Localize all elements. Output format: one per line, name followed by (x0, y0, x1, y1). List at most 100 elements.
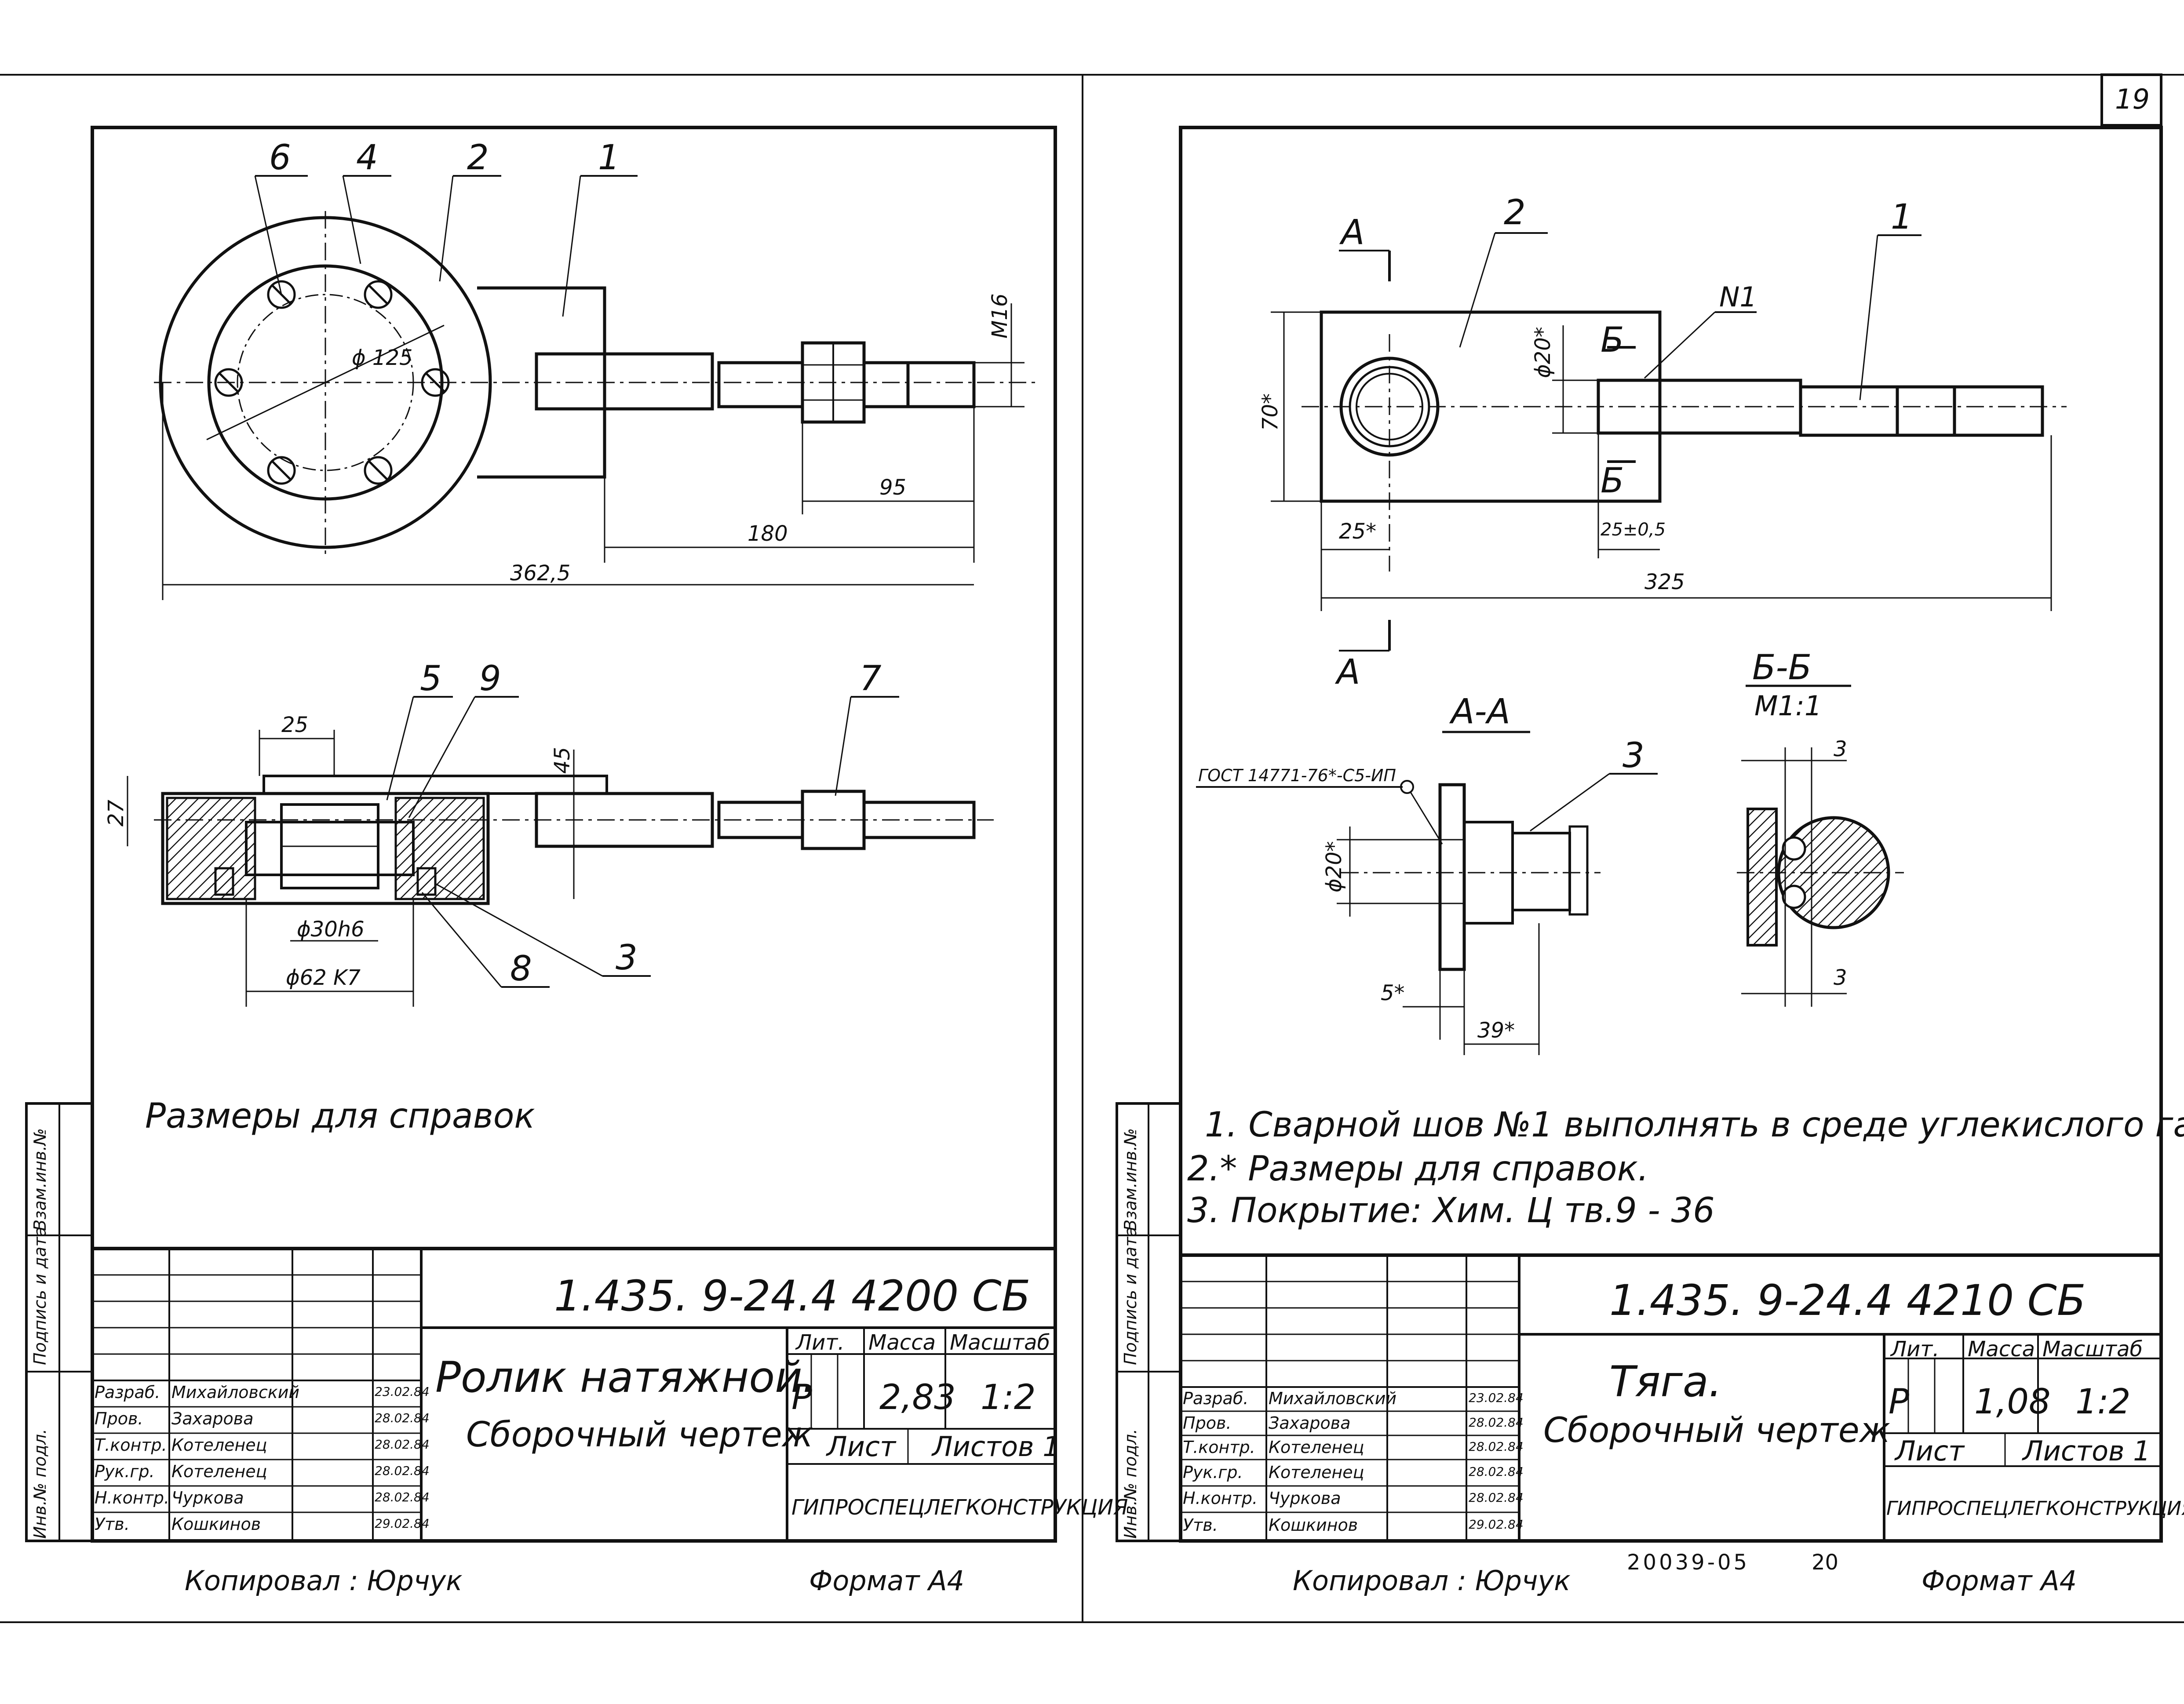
scale-value: 1:2 (2075, 1382, 2131, 1422)
copied-by: Копировал : Юрчук (1293, 1565, 1571, 1597)
item-number: 2 (467, 138, 489, 178)
note-line: 3. Покрытие: Хим. Ц тв.9 - 36 (1187, 1191, 1715, 1231)
section-title: Б-Б (1752, 648, 1812, 688)
dimension-label: 45 (550, 746, 575, 774)
item-number: 6 (269, 138, 291, 178)
section-title: А-А (1451, 692, 1510, 732)
sign-role: Пров. (95, 1409, 143, 1428)
dimension-label: 325 (1644, 570, 1685, 594)
title-line: Тяга. (1609, 1357, 1722, 1406)
note-line: 2.* Размеры для справок. (1187, 1149, 1649, 1189)
header-lit: Лит. (796, 1330, 845, 1355)
sign-date: 28.02.84 (375, 1437, 430, 1452)
dimension-label: 39* (1477, 1018, 1515, 1043)
designation: 1.435. 9-24.4 4200 СБ (554, 1271, 1031, 1321)
section-aa-view (1196, 731, 1658, 1055)
page-number: 19 (2115, 83, 2150, 115)
sign-name: Чуркова (171, 1488, 244, 1507)
side-label: Взам.инв.№ (30, 1128, 50, 1231)
section-marker: А (1341, 213, 1365, 252)
archive-page: 20 (1812, 1550, 1839, 1575)
title-line: Сборочный чертеж (466, 1415, 813, 1455)
sign-role: Рук.гр. (1183, 1463, 1243, 1482)
roller-top-view (154, 175, 1038, 600)
lit-value: Р (1889, 1382, 1910, 1422)
sign-date: 28.02.84 (375, 1411, 430, 1425)
rod-main-view (1271, 232, 2067, 652)
sign-date: 28.02.84 (1469, 1490, 1524, 1505)
sign-name: Михайловский (171, 1383, 300, 1402)
sign-date: 28.02.84 (375, 1490, 430, 1504)
weld-standard: ГОСТ 14771-76*-С5-ИП (1198, 766, 1396, 785)
dimension-label: 180 (747, 521, 788, 546)
sign-name: Чуркова (1269, 1489, 1341, 1508)
sign-date: 29.02.84 (1469, 1517, 1524, 1532)
item-number: 2 (1504, 193, 1526, 233)
sign-role: Т.контр. (1183, 1438, 1255, 1457)
sheet-label: Лист (1895, 1435, 1965, 1467)
header-scale: Масштаб (2042, 1337, 2143, 1362)
sheet-label: Лист (827, 1431, 896, 1463)
dimension-label: 95 (879, 475, 907, 500)
sign-name: Котеленец (1269, 1438, 1364, 1457)
sign-name: Михайловский (1269, 1389, 1397, 1408)
format-label: Формат А4 (809, 1565, 965, 1597)
sign-name: Котеленец (171, 1435, 267, 1455)
sign-name: Кошкинов (1269, 1515, 1358, 1535)
side-label: Подпись и дата (1121, 1227, 1140, 1365)
lit-value: Р (791, 1378, 813, 1417)
item-number: 7 (860, 659, 882, 699)
format-label: Формат А4 (1921, 1565, 2077, 1597)
item-number: 1 (1891, 197, 1913, 237)
dimension-label: 362,5 (510, 561, 571, 586)
section-marker: Б (1601, 461, 1624, 501)
item-number: 3 (1623, 736, 1644, 776)
item-number: 5 (420, 659, 442, 699)
item-number: 3 (616, 938, 638, 978)
sign-role: Н.контр. (1183, 1489, 1258, 1508)
sign-role: Т.контр. (95, 1435, 167, 1455)
sign-name: Котеленец (1269, 1463, 1364, 1482)
note-line: 1. Сварной шов №1 выполнять в среде угле… (1205, 1105, 2184, 1145)
sign-name: Котеленец (171, 1462, 267, 1481)
title-line: Сборочный чертеж (1543, 1411, 1890, 1450)
sign-date: 23.02.84 (1469, 1391, 1524, 1405)
header-mass: Масса (1968, 1337, 2035, 1362)
sign-date: 23.02.84 (375, 1384, 430, 1399)
side-label: Инв.№ подл. (1121, 1428, 1140, 1539)
sign-name: Захарова (171, 1409, 254, 1428)
dimension-label: 5* (1381, 981, 1405, 1005)
sign-role: Утв. (1183, 1515, 1218, 1535)
header-scale: Масштаб (950, 1330, 1050, 1355)
weld-label: N1 (1719, 281, 1757, 313)
item-number: 1 (598, 138, 620, 178)
header-mass: Масса (868, 1330, 936, 1355)
section-marker: А (1337, 652, 1360, 692)
sign-role: Разраб. (1183, 1389, 1249, 1408)
dimension-label: 3 (1834, 737, 1847, 761)
sign-date: 29.02.84 (375, 1516, 430, 1531)
sign-role: Н.контр. (95, 1488, 170, 1507)
organization: ГИПРОСПЕЦЛЕГКОНСТРУКЦИЯ (1886, 1497, 2184, 1520)
roller-section-view (127, 696, 994, 1007)
copied-by: Копировал : Юрчук (185, 1565, 463, 1597)
dimension-label: 27 (104, 799, 128, 827)
dimension-label: 3 (1834, 965, 1847, 990)
dimension-label: ϕ62 K7 (286, 965, 361, 990)
sheets-label: Листов 1 (2023, 1435, 2151, 1467)
dimension-label: ϕ 125 (352, 346, 413, 370)
sign-role: Пров. (1183, 1413, 1232, 1433)
sign-date: 28.02.84 (1469, 1439, 1524, 1454)
dimension-label: 25* (1339, 519, 1377, 544)
organization: ГИПРОСПЕЦЛЕГКОНСТРУКЦИЯ (791, 1495, 1128, 1520)
sign-role: Утв. (95, 1515, 130, 1534)
designation: 1.435. 9-24.4 4210 СБ (1609, 1276, 2086, 1325)
sign-role: Разраб. (95, 1383, 160, 1402)
mass-value: 1,08 (1974, 1382, 2051, 1422)
dimension-label: ϕ30h6 (297, 917, 365, 942)
item-number: 8 (510, 949, 532, 989)
archive-number: 20039-05 (1627, 1550, 1750, 1575)
sign-name: Кошкинов (171, 1515, 261, 1534)
section-marker: Б (1601, 320, 1624, 360)
